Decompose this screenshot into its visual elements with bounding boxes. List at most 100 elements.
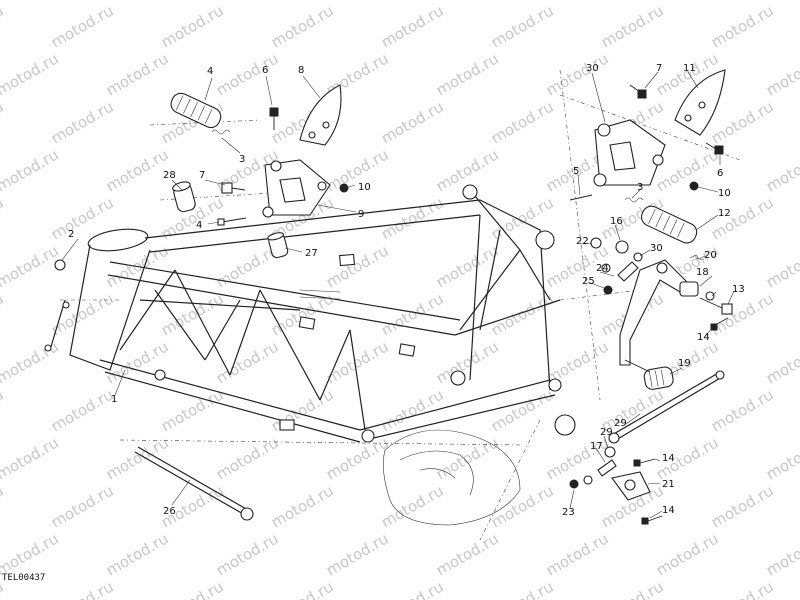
watermark-text: motod.ru xyxy=(763,0,800,3)
watermark-text: motod.ru xyxy=(763,529,800,579)
watermark-text: motod.ru xyxy=(213,49,282,99)
watermark-text: motod.ru xyxy=(378,97,447,147)
callout-21: 22 xyxy=(576,236,589,247)
watermark-text: motod.ru xyxy=(433,0,502,3)
callout-6: 6 xyxy=(717,168,723,179)
watermark-text: motod.ru xyxy=(543,529,612,579)
watermark-text: motod.ru xyxy=(433,337,502,387)
callout-19: 20 xyxy=(704,250,717,261)
left-footrest-assembly xyxy=(170,84,349,259)
watermark-text: motod.ru xyxy=(378,481,447,531)
callout-7: 7 xyxy=(199,170,205,181)
watermark-text: motod.ru xyxy=(48,385,117,435)
callout-11: 11 xyxy=(683,63,696,74)
callout-4: 5 xyxy=(573,166,579,177)
watermark-text: motod.ru xyxy=(433,529,502,579)
callout-7: 7 xyxy=(656,63,662,74)
right-footrest-assembly xyxy=(569,69,733,390)
watermark-text: motod.ru xyxy=(323,241,392,291)
watermark-text: motod.ru xyxy=(708,97,777,147)
assembly-lines xyxy=(60,69,741,541)
watermark-text: motod.ru xyxy=(0,0,62,3)
callout-12: 12 xyxy=(718,208,731,219)
watermark-text: motod.ru xyxy=(433,433,502,483)
watermark-text: motod.ru xyxy=(763,49,800,99)
watermark-text: motod.ru xyxy=(103,145,172,195)
watermark-text: motod.ru xyxy=(158,1,227,51)
callout-5: 4 xyxy=(207,66,213,77)
callout-10: 10 xyxy=(358,182,371,193)
watermark-text: motod.ru xyxy=(653,145,722,195)
watermark-text: motod.ru xyxy=(653,529,722,579)
watermark-text: motod.ru xyxy=(433,241,502,291)
watermark-text: motod.ru xyxy=(763,145,800,195)
watermark-text: motod.ru xyxy=(0,145,62,195)
callout-3: 3 xyxy=(239,154,245,165)
callout-22: 24 xyxy=(596,263,609,274)
watermark-text: motod.ru xyxy=(213,0,282,3)
callout-14: 14 xyxy=(697,332,710,343)
watermark-text: motod.ru xyxy=(708,385,777,435)
watermark-text: motod.ru xyxy=(48,97,117,147)
callout-23: 25 xyxy=(582,276,595,287)
watermark-text: motod.ru xyxy=(103,49,172,99)
watermark-text: motod.ru xyxy=(48,577,117,600)
watermark-text: motod.ru xyxy=(488,385,557,435)
watermark-text: motod.ru xyxy=(0,193,7,243)
callout-21: 23 xyxy=(562,507,575,518)
callout-8: 8 xyxy=(298,65,304,76)
watermark-text: motod.ru xyxy=(268,577,337,600)
watermark-text: motod.ru xyxy=(598,1,667,51)
callout-10: 10 xyxy=(718,188,731,199)
callout-29: 29 xyxy=(600,427,613,438)
watermark-text: motod.ru xyxy=(158,385,227,435)
watermark-text: motod.ru xyxy=(268,1,337,51)
watermark-text: motod.ru xyxy=(488,1,557,51)
watermark-text: motod.ru xyxy=(0,385,7,435)
watermark-text: motod.ru xyxy=(0,289,7,339)
callout-1: 1 xyxy=(111,394,117,405)
watermark-text: motod.ru xyxy=(158,577,227,600)
callout-6: 6 xyxy=(262,65,268,76)
rods-and-linkage xyxy=(134,370,725,525)
watermark-text: motod.ru xyxy=(378,1,447,51)
callout-9: 9 xyxy=(358,209,364,220)
watermark-text: motod.ru xyxy=(543,49,612,99)
watermark-text: motod.ru xyxy=(213,433,282,483)
watermark-text: motod.ru xyxy=(378,577,447,600)
watermark-text: motod.ru xyxy=(598,577,667,600)
watermark-text: motod.ru xyxy=(0,577,7,600)
callout-3: 3 xyxy=(637,182,643,193)
watermark-text: motod.ru xyxy=(763,433,800,483)
callout-25: 27 xyxy=(305,248,318,259)
watermark-text: motod.ru xyxy=(378,193,447,243)
callouts: 4 6 8 3 28 7 10 9 4 27 2 1 26 30 7 11 6 … xyxy=(68,63,745,518)
watermark-text: motod.ru xyxy=(0,49,62,99)
callout-14: 14 xyxy=(662,453,675,464)
callout-18: 19 xyxy=(678,358,691,369)
watermark-text: motod.ru xyxy=(763,337,800,387)
callout-15: 16 xyxy=(610,216,623,227)
callout-4: 4 xyxy=(196,220,202,231)
callout-26: 28 xyxy=(163,170,176,181)
callout-20: 21 xyxy=(662,479,675,490)
watermark-text: motod.ru xyxy=(48,289,117,339)
watermark-text: motod.ru xyxy=(0,481,7,531)
watermark-text: motod.ru xyxy=(433,49,502,99)
main-frame xyxy=(44,184,576,443)
callout-27: 29 xyxy=(614,418,627,429)
watermark-text: motod.ru xyxy=(103,0,172,3)
engine-outline xyxy=(383,429,521,526)
watermark-text: motod.ru xyxy=(48,1,117,51)
watermark-text: motod.ru xyxy=(0,433,62,483)
watermark-text: motod.ru xyxy=(158,289,227,339)
callout-30: 30 xyxy=(650,243,663,254)
watermark-text: motod.ru xyxy=(708,289,777,339)
watermark-text: motod.ru xyxy=(763,241,800,291)
callout-24: 26 xyxy=(163,506,176,517)
watermark-text: motod.ru xyxy=(323,0,392,3)
watermark-text: motod.ru xyxy=(323,529,392,579)
callout-16: 17 xyxy=(590,441,603,452)
watermark-text: motod.ru xyxy=(0,337,62,387)
